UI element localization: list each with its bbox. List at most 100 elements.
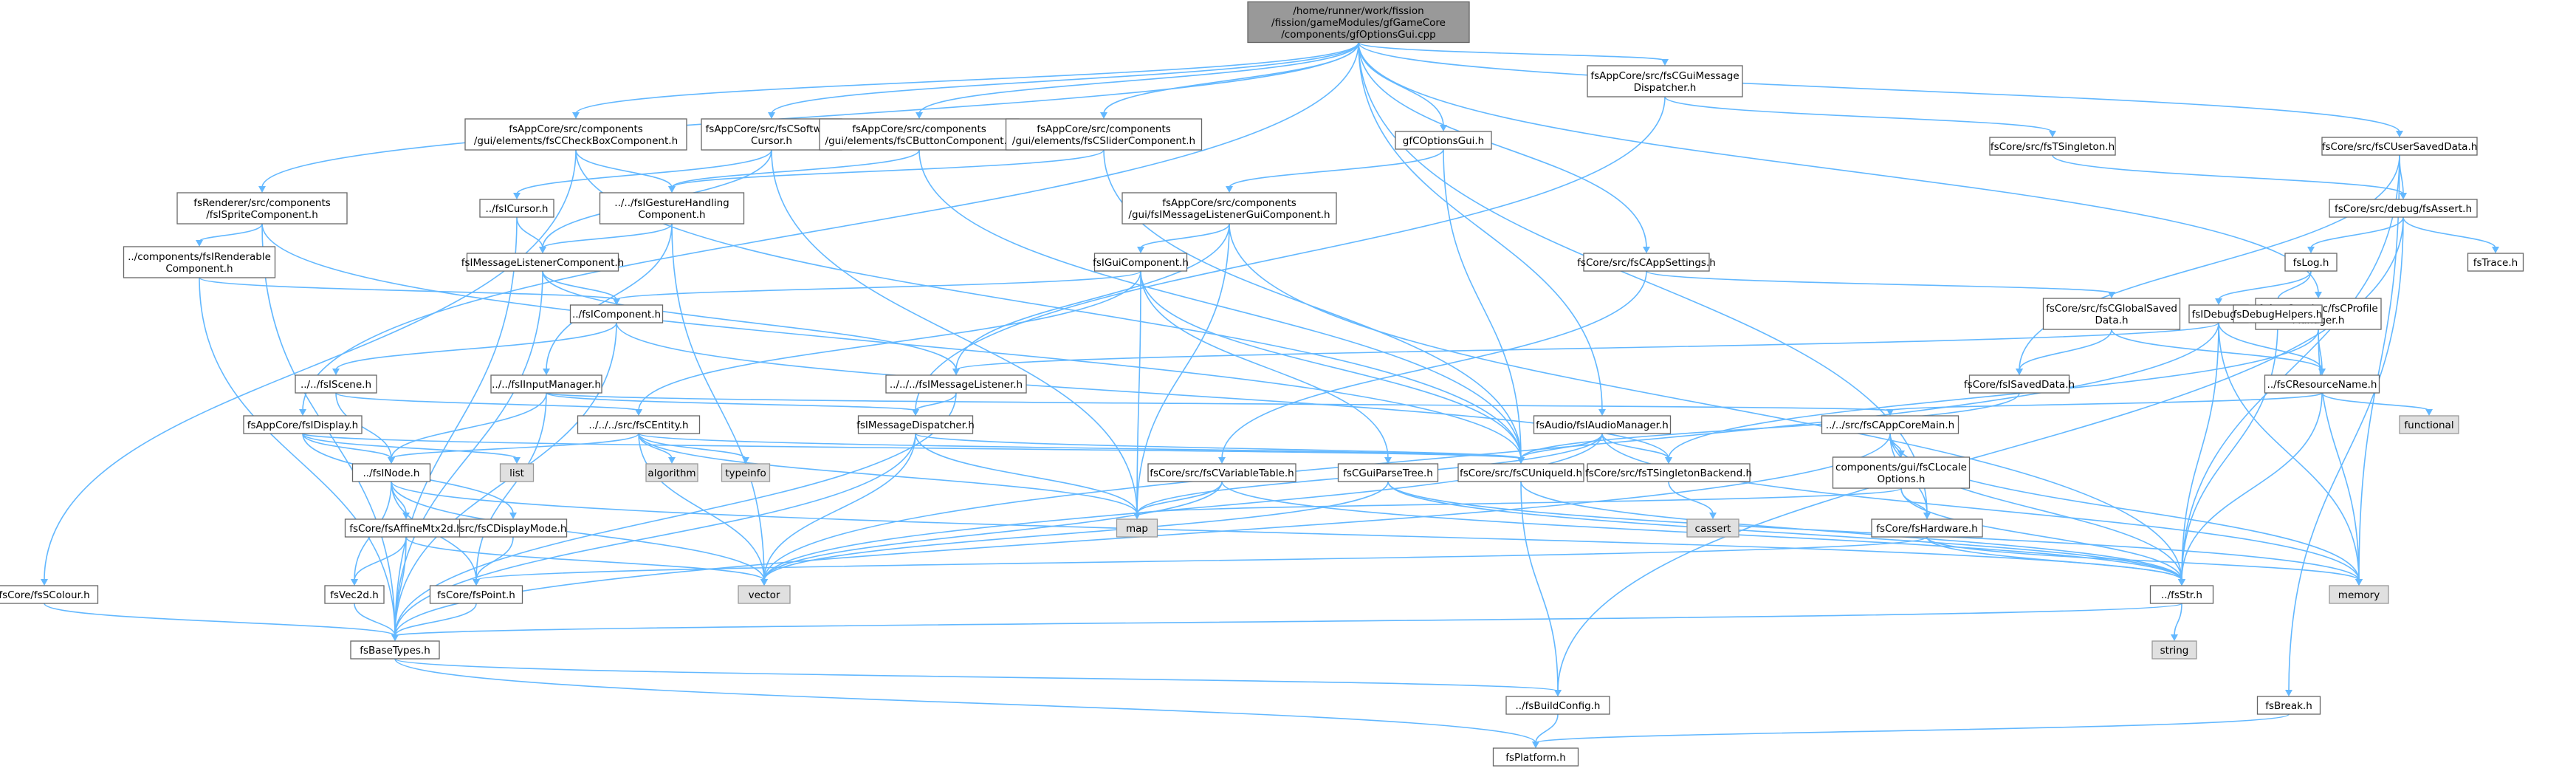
dependency-edge: [915, 392, 957, 411]
arrowhead: [391, 634, 399, 641]
node-checkbox[interactable]: fsAppCore/src/components/gui/elements/fs…: [464, 118, 687, 151]
dependency-edge: [1358, 42, 1928, 515]
node-box: [479, 199, 554, 218]
arrowhead: [760, 579, 768, 586]
node-msglistenercomp[interactable]: fsIMessageListenerComponent.h: [461, 253, 624, 272]
dependency-edge: [1926, 536, 2360, 581]
dependency-edge: [394, 216, 518, 637]
node-vec2d[interactable]: fsVec2d.h: [324, 585, 385, 604]
dependency-edge: [771, 42, 1359, 114]
dependency-edge: [1136, 481, 1223, 515]
node-cappcoremain[interactable]: ../../src/fsCAppCoreMain.h: [1821, 415, 1960, 434]
node-fsidisplay[interactable]: fsAppCore/fsIDisplay.h: [243, 415, 363, 434]
dependency-edge: [302, 42, 1359, 411]
node-label: functional: [2404, 419, 2453, 431]
node-buildconfig[interactable]: ../fsBuildConfig.h: [1505, 696, 1610, 715]
dependency-edge: [638, 433, 1138, 515]
node-box: [2042, 298, 2181, 330]
arrowhead: [2425, 409, 2433, 416]
node-fsstr[interactable]: ../fsStr.h: [2149, 585, 2214, 604]
arrowhead: [2400, 193, 2407, 199]
node-guiparsetree[interactable]: fsCGuiParseTree.h: [1337, 463, 1439, 482]
node-colour[interactable]: fsCore/fsSColour.h: [0, 585, 99, 604]
node-icomponent[interactable]: ../fsIComponent.h: [569, 304, 664, 323]
node-tsingletonbackend[interactable]: fsCore/src/fsTSingletonBackend.h: [1585, 463, 1752, 482]
node-platform[interactable]: fsPlatform.h: [1492, 747, 1579, 767]
node-box: [1147, 463, 1296, 482]
node-variabletable[interactable]: fsCore/src/fsCVariableTable.h: [1147, 463, 1296, 482]
node-centity[interactable]: ../../../src/fsCEntity.h: [577, 415, 701, 434]
node-audiomgr[interactable]: fsAudio/fsIAudioManager.h: [1533, 415, 1672, 434]
node-uniqueid[interactable]: fsCore/src/fsCUniqueId.h: [1457, 463, 1584, 482]
node-box: [1989, 137, 2116, 156]
node-box: [0, 585, 99, 604]
node-cappsettings[interactable]: fsCore/src/fsCAppSettings.h: [1577, 253, 1716, 272]
dependency-edge: [542, 223, 673, 249]
node-inode[interactable]: ../fsINode.h: [351, 463, 431, 482]
node-debughelpers[interactable]: fsDebugHelpers.h: [2233, 304, 2323, 323]
node-gfoptionsgui[interactable]: gfCOptionsGui.h: [1395, 131, 1492, 150]
dependency-edge: [2218, 270, 2312, 301]
node-box: [1533, 415, 1672, 434]
dependency-edge: [918, 149, 1522, 459]
dependency-edge: [199, 223, 263, 242]
dependency-edge: [763, 433, 916, 581]
node-label: fsIMessageDispatcher.h: [856, 419, 975, 431]
node-resname[interactable]: ../fsCResourceName.h: [2264, 374, 2380, 394]
node-point[interactable]: fsCore/fsPoint.h: [429, 585, 523, 604]
node-root[interactable]: /home/runner/work/fission/fission/gameMo…: [1247, 1, 1470, 44]
dependency-edge: [616, 322, 1669, 459]
node-imsglistener[interactable]: ../../../fsIMessageListener.h: [885, 374, 1027, 394]
node-label: fsTrace.h: [2473, 257, 2518, 269]
node-hardware[interactable]: fsCore/fsHardware.h: [1871, 518, 1983, 538]
dependency-edge: [2174, 603, 2182, 637]
arrowhead: [2178, 579, 2185, 586]
node-box: [350, 640, 440, 660]
dependency-edge: [391, 433, 639, 459]
node-tsingleton[interactable]: fsCore/src/fsTSingleton.h: [1989, 137, 2116, 156]
arrowhead: [1886, 409, 1894, 416]
node-slidercomp[interactable]: fsAppCore/src/components/gui/elements/fs…: [1005, 118, 1203, 151]
arrowhead: [41, 579, 48, 586]
node-label: ../fsIComponent.h: [572, 309, 661, 321]
node-buttoncomp[interactable]: fsAppCore/src/components/gui/elements/fs…: [819, 118, 1020, 151]
node-fsbreak[interactable]: fsBreak.h: [2256, 696, 2321, 715]
node-label: /fission/gameModules/gfGameCore: [1271, 17, 1446, 29]
dependency-edge: [638, 433, 765, 581]
arrowhead: [196, 240, 203, 247]
node-box: [1247, 1, 1470, 44]
node-basetypes[interactable]: fsBaseTypes.h: [350, 640, 440, 660]
node-spritecomp[interactable]: fsRenderer/src/components/fsISpriteCompo…: [176, 192, 348, 225]
node-fstrace[interactable]: fsTrace.h: [2467, 253, 2524, 272]
node-msglistenerguicomp[interactable]: fsAppCore/src/components/gui/fsIMessageL…: [1122, 192, 1337, 225]
node-iscene[interactable]: ../../fsIScene.h: [295, 374, 377, 394]
node-icursor[interactable]: ../fsICursor.h: [479, 199, 554, 218]
arrowhead: [1661, 59, 1669, 66]
node-usersaved[interactable]: fsCore/src/fsCUserSavedData.h: [2321, 137, 2478, 156]
node-box: [1587, 65, 1743, 97]
node-label: fsCore/src/fsCVariableTable.h: [1150, 468, 1294, 479]
node-list: list: [499, 463, 535, 482]
node-label: fsBaseTypes.h: [360, 645, 430, 657]
node-isaved[interactable]: fsCore/fsISavedData.h: [1964, 374, 2075, 394]
node-displaymode[interactable]: src/fsCDisplayMode.h: [458, 518, 568, 538]
node-label: fsAppCore/src/components: [509, 123, 643, 135]
dependency-edge: [671, 149, 920, 188]
node-fslog[interactable]: fsLog.h: [2284, 253, 2338, 272]
node-box: [464, 118, 687, 151]
node-box: [1116, 518, 1158, 538]
node-inputmgr[interactable]: ../../fsIInputManager.h: [490, 374, 602, 394]
node-msgdispatcher[interactable]: fsIMessageDispatcher.h: [856, 415, 975, 434]
node-debugassert[interactable]: fsCore/src/debug/fsAssert.h: [2329, 199, 2478, 218]
node-iguicomp[interactable]: fsIGuiComponent.h: [1093, 253, 1189, 272]
arrowhead: [513, 457, 521, 464]
node-affinemtx[interactable]: fsCore/fsAffineMtx2d.h: [344, 518, 468, 538]
node-label: fsCGuiParseTree.h: [1343, 468, 1433, 479]
arrowhead: [1554, 690, 1562, 696]
